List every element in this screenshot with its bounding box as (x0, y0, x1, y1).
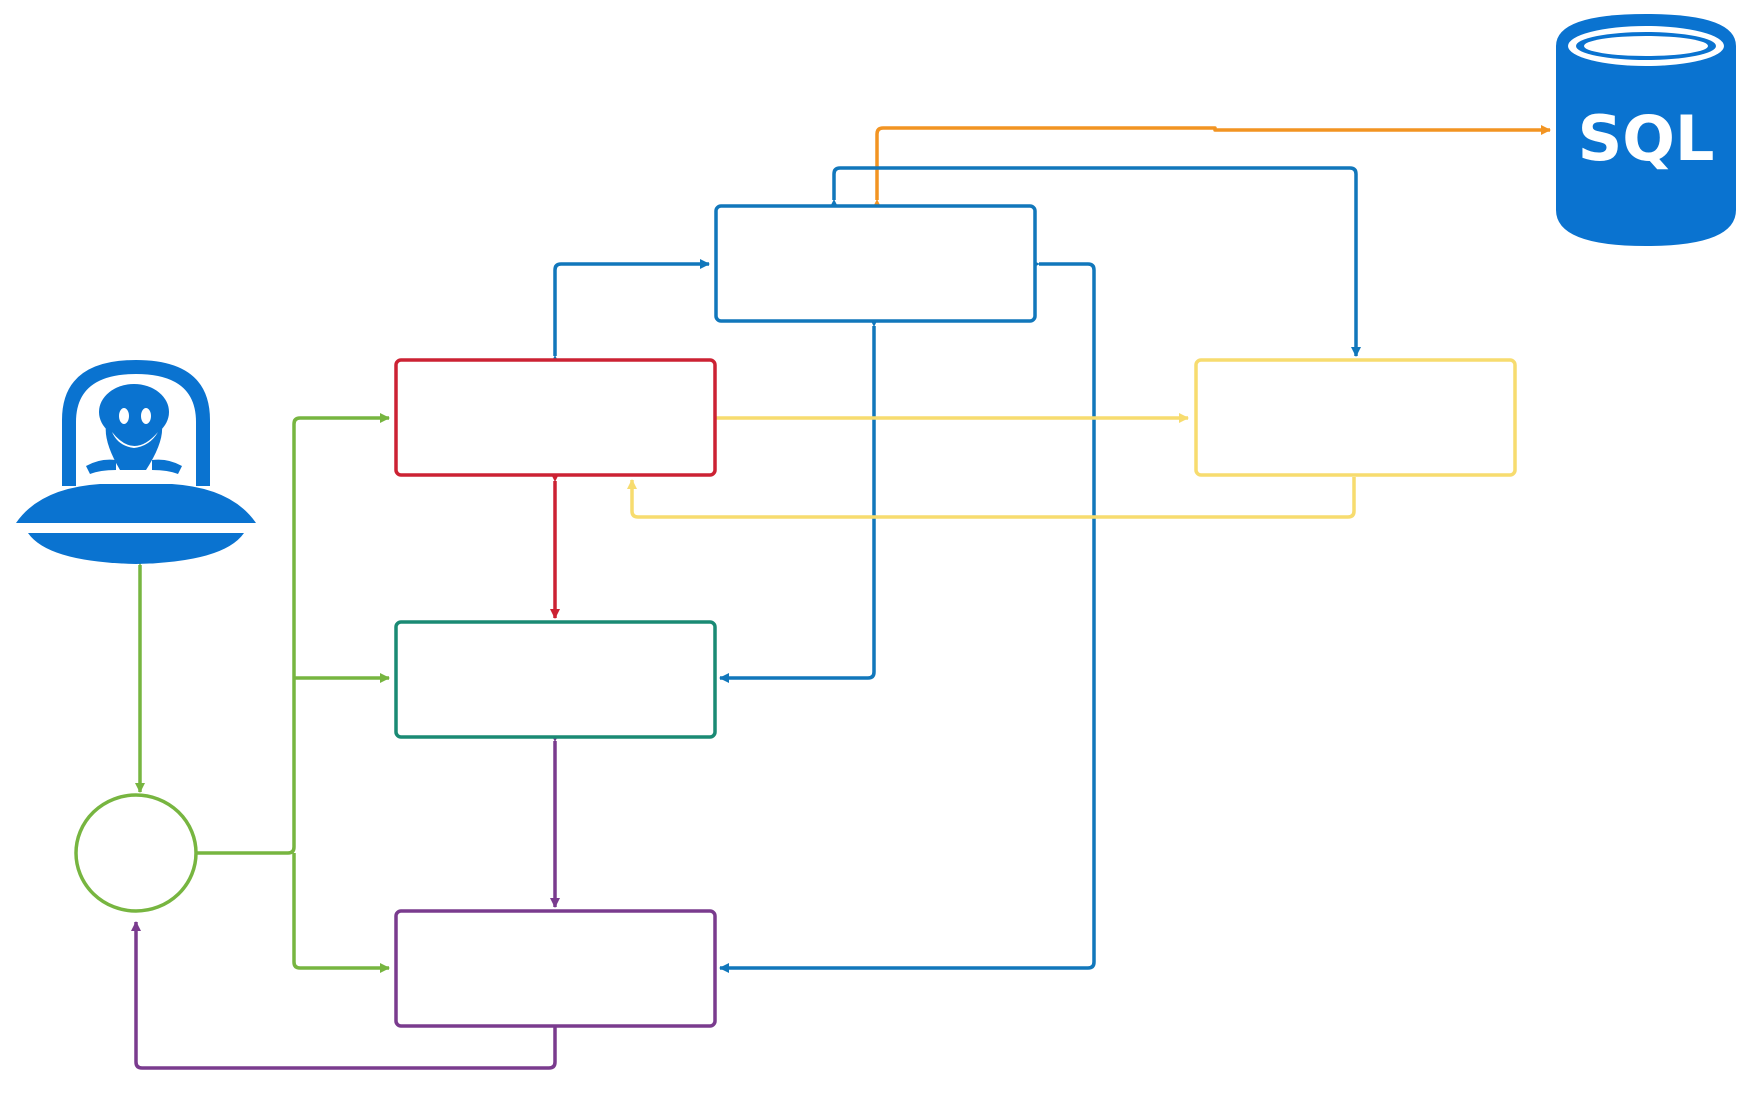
red-box[interactable] (394, 358, 717, 477)
sql-label: SQL (1578, 102, 1715, 175)
green-box[interactable] (394, 620, 717, 739)
connector-blue-red-box-top-box (550, 259, 710, 365)
top-blue-box[interactable] (714, 204, 1037, 323)
connector-green-circle-trunk (196, 413, 390, 855)
connector-blue-top-box-yellow-box (829, 166, 1361, 357)
purple-box[interactable] (394, 909, 717, 1028)
connector-yellow-yellow-box-red-box (627, 477, 1356, 519)
connector-green-circle-purple-box (292, 853, 390, 973)
connector-orange-top-box-sql (872, 125, 1551, 209)
connector-blue-top-box-purple-box (719, 259, 1096, 973)
connector-purple-purple-box-circle (131, 921, 557, 1070)
connector-blue-top-box-green-box (719, 317, 879, 683)
alien-ufo-icon (16, 360, 256, 564)
yellow-box[interactable] (1194, 358, 1517, 477)
sql-database-icon: SQL (1556, 14, 1736, 246)
green-circle[interactable] (74, 793, 198, 913)
